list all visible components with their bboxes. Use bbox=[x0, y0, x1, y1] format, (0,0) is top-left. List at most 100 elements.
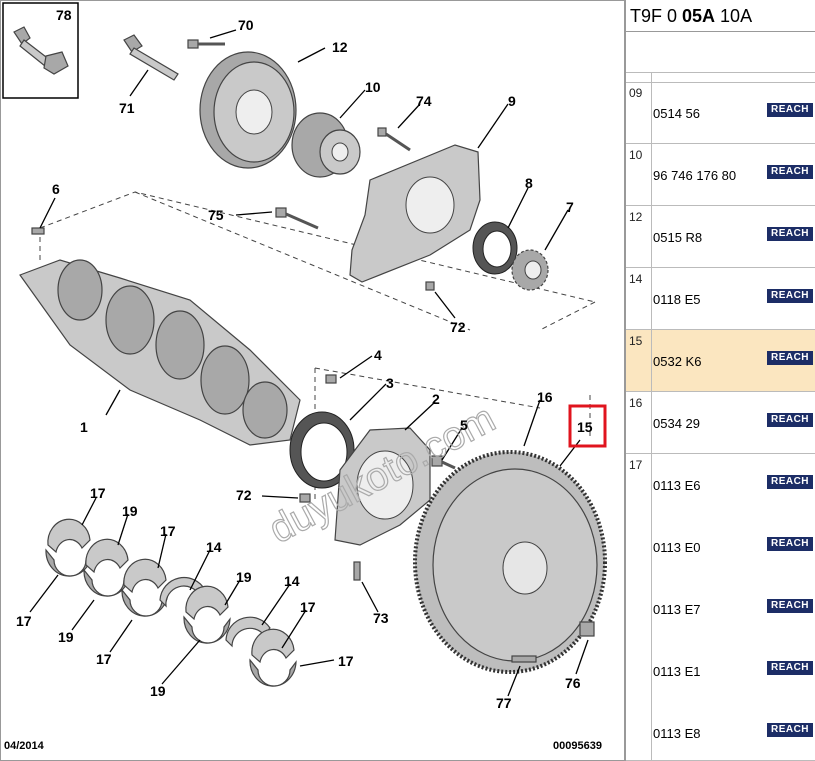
part-reference[interactable]: 96 746 176 80 bbox=[653, 168, 737, 183]
diagram-date: 04/2014 bbox=[4, 740, 45, 752]
part-reference[interactable]: 0118 E5 bbox=[653, 292, 701, 307]
bolt-78-icon bbox=[13, 26, 69, 75]
crankshaft-1-icon bbox=[19, 259, 301, 446]
row-index: 16 bbox=[629, 396, 643, 410]
part-reference[interactable]: 0113 E7 bbox=[653, 602, 701, 617]
highlight-box-15 bbox=[568, 404, 607, 448]
flywheel-15-icon bbox=[413, 450, 607, 674]
reach-badge: REACH bbox=[767, 723, 813, 737]
part-reference[interactable]: 0532 K6 bbox=[653, 354, 702, 369]
timing-gear-7-icon bbox=[511, 249, 549, 291]
label-17-f: 17 bbox=[338, 653, 354, 669]
reach-badge: REACH bbox=[767, 103, 813, 117]
parts-row-09[interactable]: 09 0514 56 REACH bbox=[626, 82, 815, 144]
label-1: 1 bbox=[80, 419, 88, 435]
label-77: 77 bbox=[496, 695, 512, 711]
part-reference[interactable]: 0113 E1 bbox=[653, 664, 701, 679]
panel-spacer bbox=[626, 32, 815, 73]
label-75: 75 bbox=[208, 207, 224, 223]
label-19-b: 19 bbox=[236, 569, 252, 585]
label-19-d: 19 bbox=[150, 683, 166, 699]
label-2: 2 bbox=[432, 391, 440, 407]
label-9: 9 bbox=[508, 93, 516, 109]
reach-badge: REACH bbox=[767, 475, 813, 489]
label-5: 5 bbox=[460, 417, 468, 433]
header-bold: 05A bbox=[682, 6, 716, 26]
pin-77-icon bbox=[511, 655, 537, 663]
bearing-shells-icon bbox=[45, 518, 297, 687]
diagram-ref-number: 00095639 bbox=[553, 740, 602, 752]
label-3: 3 bbox=[386, 375, 394, 391]
label-17-a: 17 bbox=[90, 485, 106, 501]
label-4: 4 bbox=[374, 347, 382, 363]
reach-badge: REACH bbox=[767, 227, 813, 241]
bolt-5-icon bbox=[431, 455, 456, 470]
reach-badge: REACH bbox=[767, 661, 813, 675]
panel-column-divider bbox=[651, 72, 652, 761]
panel-spacer-2 bbox=[626, 72, 815, 83]
row-index: 09 bbox=[629, 86, 643, 100]
label-71: 71 bbox=[119, 100, 135, 116]
label-15: 15 bbox=[577, 419, 593, 435]
label-70: 70 bbox=[238, 17, 254, 33]
timing-sprocket-10-icon bbox=[291, 112, 361, 178]
part-reference[interactable]: 0534 29 bbox=[653, 416, 700, 431]
row-index: 17 bbox=[629, 458, 643, 472]
label-17-b: 17 bbox=[160, 523, 176, 539]
parts-row-10[interactable]: 10 96 746 176 80 REACH bbox=[626, 144, 815, 206]
row-index: 15 bbox=[629, 334, 643, 348]
exploded-parts-diagram: duyukoto.com 78 70 71 12 10 74 9 6 75 8 … bbox=[0, 0, 625, 761]
parts-list-panel: T9F 0 05A 10A 09 0514 56 REACH 10 96 746 176… bbox=[625, 0, 815, 761]
timing-cover-9-icon bbox=[349, 144, 481, 283]
leader-lines bbox=[29, 29, 589, 697]
header-prefix: T9F 0 bbox=[630, 6, 683, 26]
label-7: 7 bbox=[566, 199, 574, 215]
label-17-e: 17 bbox=[96, 651, 112, 667]
row-index: 14 bbox=[629, 272, 643, 286]
label-72-upper: 72 bbox=[450, 319, 466, 335]
label-12: 12 bbox=[332, 39, 348, 55]
reach-badge: REACH bbox=[767, 165, 813, 179]
label-10: 10 bbox=[365, 79, 381, 95]
part-reference[interactable]: 0514 56 bbox=[653, 106, 700, 121]
label-76: 76 bbox=[565, 675, 581, 691]
parts-row-17[interactable]: 17 0113 E6 REACH 0113 E0 REACH 0113 E7 REACH 01… bbox=[626, 454, 815, 761]
label-72-lower: 72 bbox=[236, 487, 252, 503]
label-14-a: 14 bbox=[206, 539, 222, 555]
header-suffix: 10A bbox=[715, 6, 753, 26]
assembly-dashed-lines bbox=[39, 191, 596, 331]
row-index: 10 bbox=[629, 148, 643, 162]
part-reference[interactable]: 0113 E0 bbox=[653, 540, 701, 555]
label-78: 78 bbox=[56, 7, 72, 23]
label-16: 16 bbox=[537, 389, 553, 405]
label-17-d: 17 bbox=[16, 613, 32, 629]
reach-badge: REACH bbox=[767, 599, 813, 613]
crankshaft-pulley-12-icon bbox=[199, 51, 297, 169]
label-14-b: 14 bbox=[284, 573, 300, 589]
rear-oil-seal-3-icon bbox=[289, 411, 355, 489]
reach-badge: REACH bbox=[767, 351, 813, 365]
label-73: 73 bbox=[373, 610, 389, 626]
reach-badge: REACH bbox=[767, 413, 813, 427]
label-6: 6 bbox=[52, 181, 60, 197]
parts-row-16[interactable]: 16 0534 29 REACH bbox=[626, 392, 815, 454]
dowel-4-icon bbox=[325, 374, 337, 384]
key-6-icon bbox=[31, 227, 45, 235]
reach-badge: REACH bbox=[767, 537, 813, 551]
label-17-c: 17 bbox=[300, 599, 316, 615]
part-reference[interactable]: 0113 E6 bbox=[653, 478, 701, 493]
seal-housing-2-icon bbox=[334, 427, 431, 546]
label-19-c: 19 bbox=[58, 629, 74, 645]
oil-seal-8-icon bbox=[472, 221, 518, 275]
parts-row-15[interactable]: 15 0532 K6 REACH bbox=[626, 330, 815, 392]
bolt-75-icon bbox=[275, 207, 319, 230]
part-reference[interactable]: 0515 R8 bbox=[653, 230, 703, 245]
label-19-a: 19 bbox=[122, 503, 138, 519]
part-reference[interactable]: 0113 E8 bbox=[653, 726, 701, 741]
dowel-72-upper-icon bbox=[425, 281, 435, 291]
label-8: 8 bbox=[525, 175, 533, 191]
label-74: 74 bbox=[416, 93, 432, 109]
bolt-74-icon bbox=[377, 127, 411, 152]
